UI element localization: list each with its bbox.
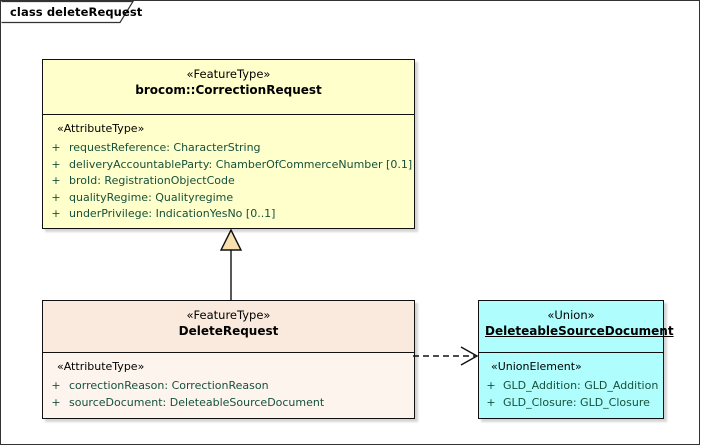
connector-dependency[interactable] [413, 346, 483, 366]
attribute-row: + underPrivilege: IndicationYesNo [0..1] [43, 206, 414, 223]
compartment-stereotype: «UnionElement» [491, 360, 582, 373]
diagram-title-label: class deleteRequest [10, 5, 143, 19]
connector-generalization[interactable] [207, 228, 255, 301]
visibility-marker: + [51, 174, 61, 187]
class-header-deleteablesourcedocument: «Union» DeleteableSourceDocument [479, 301, 674, 353]
class-stereotype: «FeatureType» [186, 67, 271, 81]
class-box-correctionrequest[interactable]: «FeatureType» brocom::CorrectionRequest … [42, 59, 415, 229]
attribute-label: broId: RegistrationObjectCode [69, 174, 235, 187]
compartment-stereotype: «AttributeType» [57, 360, 145, 373]
class-name: DeleteRequest [178, 324, 279, 338]
class-name: DeleteableSourceDocument [485, 324, 674, 338]
class-stereotype: «Union» [547, 308, 595, 322]
attribute-label: underPrivilege: IndicationYesNo [0..1] [69, 207, 276, 220]
class-attributes-deleteablesourcedocument: «UnionElement» + GLD_Addition: GLD_Addit… [479, 353, 663, 418]
attribute-row: + qualityRegime: Qualityregime [43, 190, 414, 207]
visibility-marker: + [51, 379, 61, 392]
visibility-marker: + [51, 395, 61, 409]
attribute-label: GLD_Addition: GLD_Addition [503, 379, 659, 392]
class-header-deleterequest: «FeatureType» DeleteRequest [43, 301, 414, 353]
attribute-row: + GLD_Closure: GLD_Closure [479, 395, 663, 412]
class-attributes-deleterequest: «AttributeType» + correctionReason: Corr… [43, 353, 414, 418]
visibility-marker: + [486, 395, 496, 409]
attribute-label: correctionReason: CorrectionReason [69, 379, 269, 392]
generalization-arrow-icon [219, 228, 243, 301]
visibility-marker: + [51, 190, 61, 204]
attribute-row: + broId: RegistrationObjectCode [43, 173, 414, 190]
dependency-arrow-icon [413, 346, 479, 366]
class-header-correctionrequest: «FeatureType» brocom::CorrectionRequest [43, 60, 414, 115]
class-box-deleteablesourcedocument[interactable]: «Union» DeleteableSourceDocument «UnionE… [478, 300, 674, 419]
class-box-deleterequest[interactable]: «FeatureType» DeleteRequest «AttributeTy… [42, 300, 415, 419]
attribute-label: deliveryAccountableParty: ChamberOfComme… [69, 157, 413, 171]
attribute-row: + GLD_Addition: GLD_Addition [479, 378, 663, 395]
visibility-marker: + [51, 207, 61, 220]
attribute-row: + deliveryAccountableParty: ChamberOfCom… [43, 157, 414, 174]
attribute-label: requestReference: CharacterString [69, 141, 261, 154]
visibility-marker: + [51, 157, 61, 171]
compartment-stereotype: «AttributeType» [57, 122, 145, 135]
visibility-marker: + [486, 379, 496, 392]
class-name: brocom::CorrectionRequest [135, 83, 322, 97]
attribute-label: qualityRegime: Qualityregime [69, 190, 234, 204]
visibility-marker: + [51, 141, 61, 154]
attribute-label: sourceDocument: DeleteableSourceDocument [69, 395, 325, 409]
diagram-title-tab: class deleteRequest [1, 0, 165, 24]
attribute-row: + correctionReason: CorrectionReason [43, 378, 414, 395]
class-attributes-correctionrequest: «AttributeType» + requestReference: Char… [43, 115, 414, 228]
attribute-row: + sourceDocument: DeleteableSourceDocume… [43, 395, 414, 412]
class-stereotype: «FeatureType» [186, 308, 271, 322]
attribute-row: + requestReference: CharacterString [43, 140, 414, 157]
attribute-label: GLD_Closure: GLD_Closure [503, 395, 650, 409]
